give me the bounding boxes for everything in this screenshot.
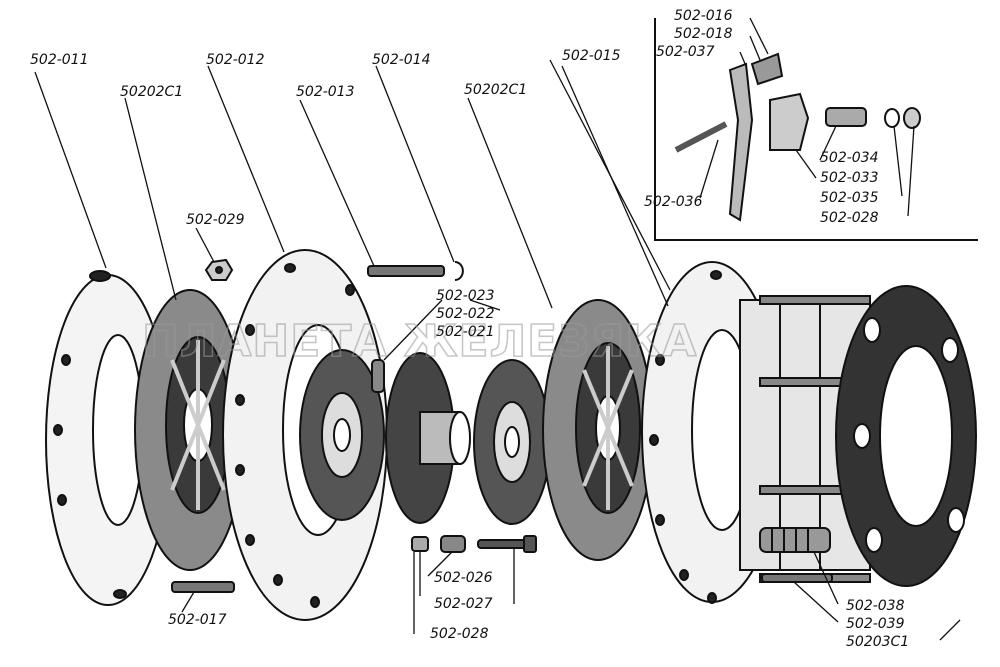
label-502-023: 502-023 (436, 288, 495, 304)
leader-lines (34, 17, 961, 641)
part-nut-029 (204, 258, 234, 281)
part-damper-disc-022 (299, 349, 385, 521)
part-bolt-039 (761, 573, 833, 583)
label-502-028: 502-028 (430, 626, 489, 642)
label-502-026: 502-026 (434, 570, 493, 586)
part-labels: 502-011 50202С1 502-012 502-013 502-014 … (30, 8, 909, 650)
inset-release-lever (654, 18, 978, 241)
label-50202c1-left: 50202С1 (120, 84, 183, 100)
label-502-018: 502-018 (674, 26, 733, 42)
label-502-016: 502-016 (674, 8, 733, 24)
label-50203c1: 50203С1 (846, 634, 909, 650)
label-502-033: 502-033 (820, 170, 879, 186)
label-502-012: 502-012 (206, 52, 265, 68)
part-stud-017 (171, 581, 235, 593)
part-driven-disc-right (542, 299, 654, 561)
part-hub-021 (385, 352, 471, 524)
label-502-017: 502-017 (168, 612, 227, 628)
part-nut-028 (411, 536, 429, 552)
label-502-035: 502-035 (820, 190, 879, 206)
part-driven-disc-left (134, 289, 246, 571)
label-502-014: 502-014 (372, 52, 431, 68)
part-damper-disc-right (473, 359, 551, 525)
part-bolt-027 (477, 535, 537, 553)
label-502-034: 502-034 (820, 150, 879, 166)
label-502-021: 502-021 (436, 324, 495, 340)
part-bushing-026 (440, 535, 466, 553)
label-502-027: 502-027 (434, 596, 493, 612)
label-502-037: 502-037 (656, 44, 715, 60)
label-502-028-inset: 502-028 (820, 210, 879, 226)
watermark: ПЛАНЕТА ЖЕЛЕЗЯКА (142, 316, 697, 367)
part-pin-013 (367, 265, 445, 277)
label-502-022: 502-022 (436, 306, 495, 322)
label-502-015: 502-015 (562, 48, 621, 64)
label-50202c1-right: 50202С1 (464, 82, 527, 98)
label-502-029: 502-029 (186, 212, 245, 228)
part-pressure-spring-038 (759, 527, 831, 553)
label-502-038: 502-038 (846, 598, 905, 614)
label-502-011: 502-011 (30, 52, 89, 68)
label-502-013: 502-013 (296, 84, 355, 100)
label-502-039: 502-039 (846, 616, 905, 632)
part-spring-023 (371, 359, 385, 393)
label-502-036: 502-036 (644, 194, 703, 210)
part-snap-ring-014 (454, 261, 464, 281)
